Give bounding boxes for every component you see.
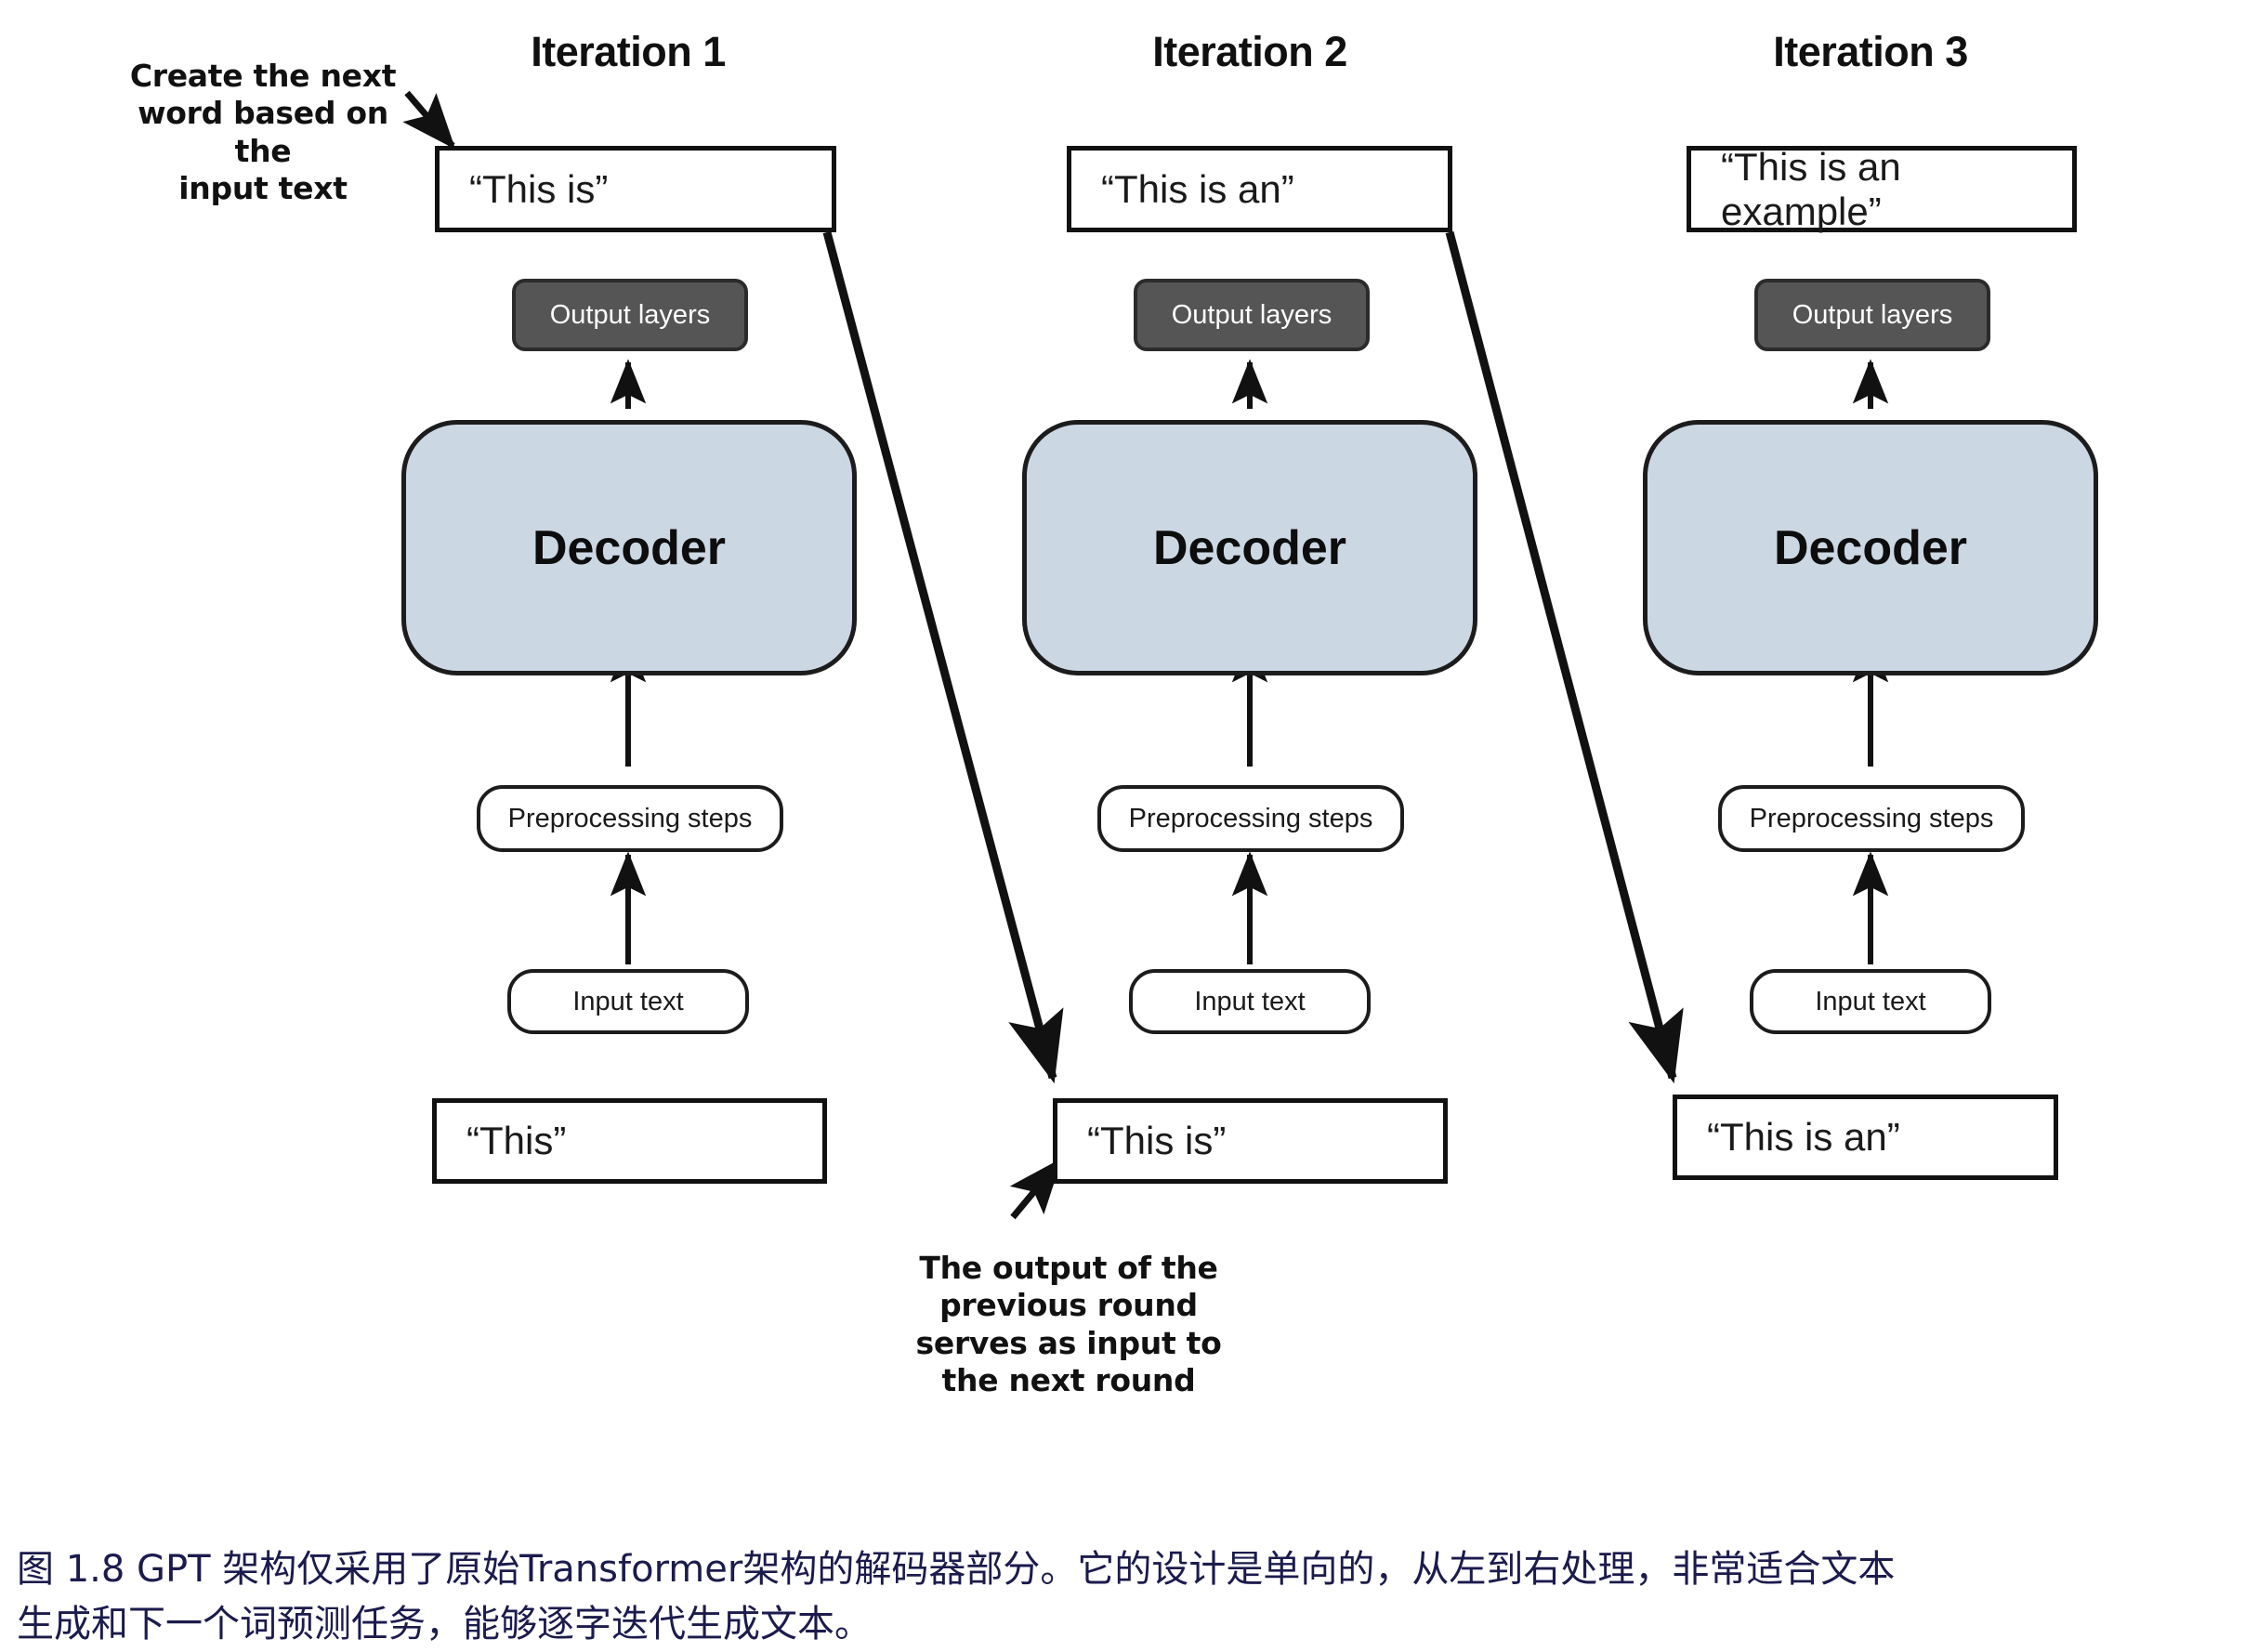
annotation-line: previous round	[939, 1287, 1198, 1324]
iteration-title-1: Iteration 1	[531, 28, 726, 75]
output-layers-box-2: Output layers	[1134, 279, 1370, 351]
decoder-block-3: Decoder	[1643, 420, 2098, 675]
input-box-iteration-1: “This”	[432, 1098, 827, 1184]
annotation-line: word based on the	[138, 95, 388, 169]
preprocessing-box-1: Preprocessing steps	[477, 785, 783, 852]
annotation-line: The output of the	[919, 1250, 1218, 1286]
arrow-carryover-1-to-2	[822, 230, 1064, 1084]
arrow-carryover-2-to-3	[1445, 230, 1684, 1084]
annotation-line: serves as input to	[915, 1324, 1222, 1361]
output-box-iteration-2: “This is an”	[1067, 146, 1452, 232]
preprocessing-box-3: Preprocessing steps	[1718, 785, 2025, 852]
annotation-line: the next round	[941, 1361, 1196, 1398]
decoder-block-2: Decoder	[1022, 420, 1477, 675]
output-box-iteration-3: “This is an example”	[1687, 145, 2077, 233]
output-layers-box-1: Output layers	[512, 279, 748, 351]
caption-line-1: 图 1.8 GPT 架构仅采用了原始Transformer架构的解码器部分。它的…	[17, 1548, 1896, 1591]
annotation-line: Create the next	[129, 58, 397, 94]
annotation-line: input text	[178, 169, 348, 206]
input-text-box-3: Input text	[1750, 969, 1991, 1034]
input-box-iteration-3: “This is an”	[1673, 1095, 2058, 1180]
preprocessing-box-2: Preprocessing steps	[1097, 785, 1404, 852]
iteration-title-2: Iteration 2	[1152, 28, 1347, 75]
annotation-create-next-word: Create the next word based on the input …	[110, 58, 416, 207]
iteration-title-3: Iteration 3	[1773, 28, 1968, 75]
output-layers-box-3: Output layers	[1754, 279, 1990, 351]
output-box-iteration-1: “This is”	[435, 146, 836, 232]
annotation-output-previous-round: The output of the previous round serves …	[906, 1250, 1231, 1399]
decoder-block-1: Decoder	[401, 420, 857, 675]
figure-caption: 图 1.8 GPT 架构仅采用了原始Transformer架构的解码器部分。它的…	[17, 1542, 2247, 1652]
input-box-iteration-2: “This is”	[1053, 1098, 1448, 1184]
input-text-box-2: Input text	[1129, 969, 1371, 1034]
input-text-box-1: Input text	[507, 969, 749, 1034]
caption-line-2: 生成和下一个词预测任务，能够逐字迭代生成文本。	[17, 1603, 872, 1646]
